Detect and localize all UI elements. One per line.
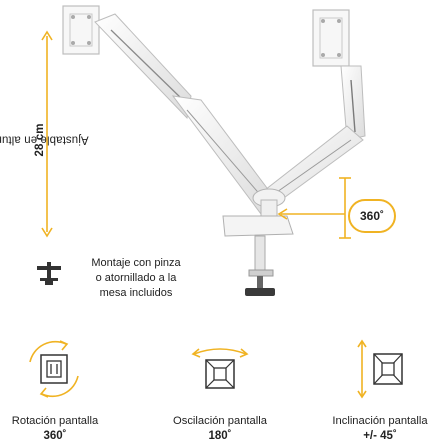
rotation-badge: 360˚ — [348, 199, 396, 233]
feature-swivel: Oscilación pantalla 180˚ — [160, 414, 280, 444]
feature-value: +/- 45˚ — [363, 430, 397, 442]
feature-tilt: Inclinación pantalla +/- 45˚ — [318, 414, 442, 444]
tilt-icon — [357, 339, 403, 399]
swivel-icon — [191, 348, 249, 389]
feature-rotation: Rotación pantalla 360˚ — [0, 414, 110, 444]
mount-note-line: o atornillado a la — [95, 272, 177, 284]
rotation-icon — [29, 340, 79, 398]
mount-note-line: Montaje con pinza — [91, 257, 181, 269]
mount-note-line: mesa incluidos — [99, 287, 173, 299]
feature-value: 180˚ — [208, 430, 232, 442]
desk-clamp-icon — [37, 262, 61, 285]
feature-label: Inclinación pantalla — [332, 415, 428, 427]
feature-label: Oscilación pantalla — [173, 415, 267, 427]
feature-label: Rotación pantalla — [11, 415, 99, 427]
feature-value: 360˚ — [43, 430, 67, 442]
height-arrow-icon — [41, 30, 53, 238]
mount-note: Montaje con pinza o atornillado a la mes… — [70, 256, 202, 301]
monitor-arm-product-image — [62, 5, 366, 296]
